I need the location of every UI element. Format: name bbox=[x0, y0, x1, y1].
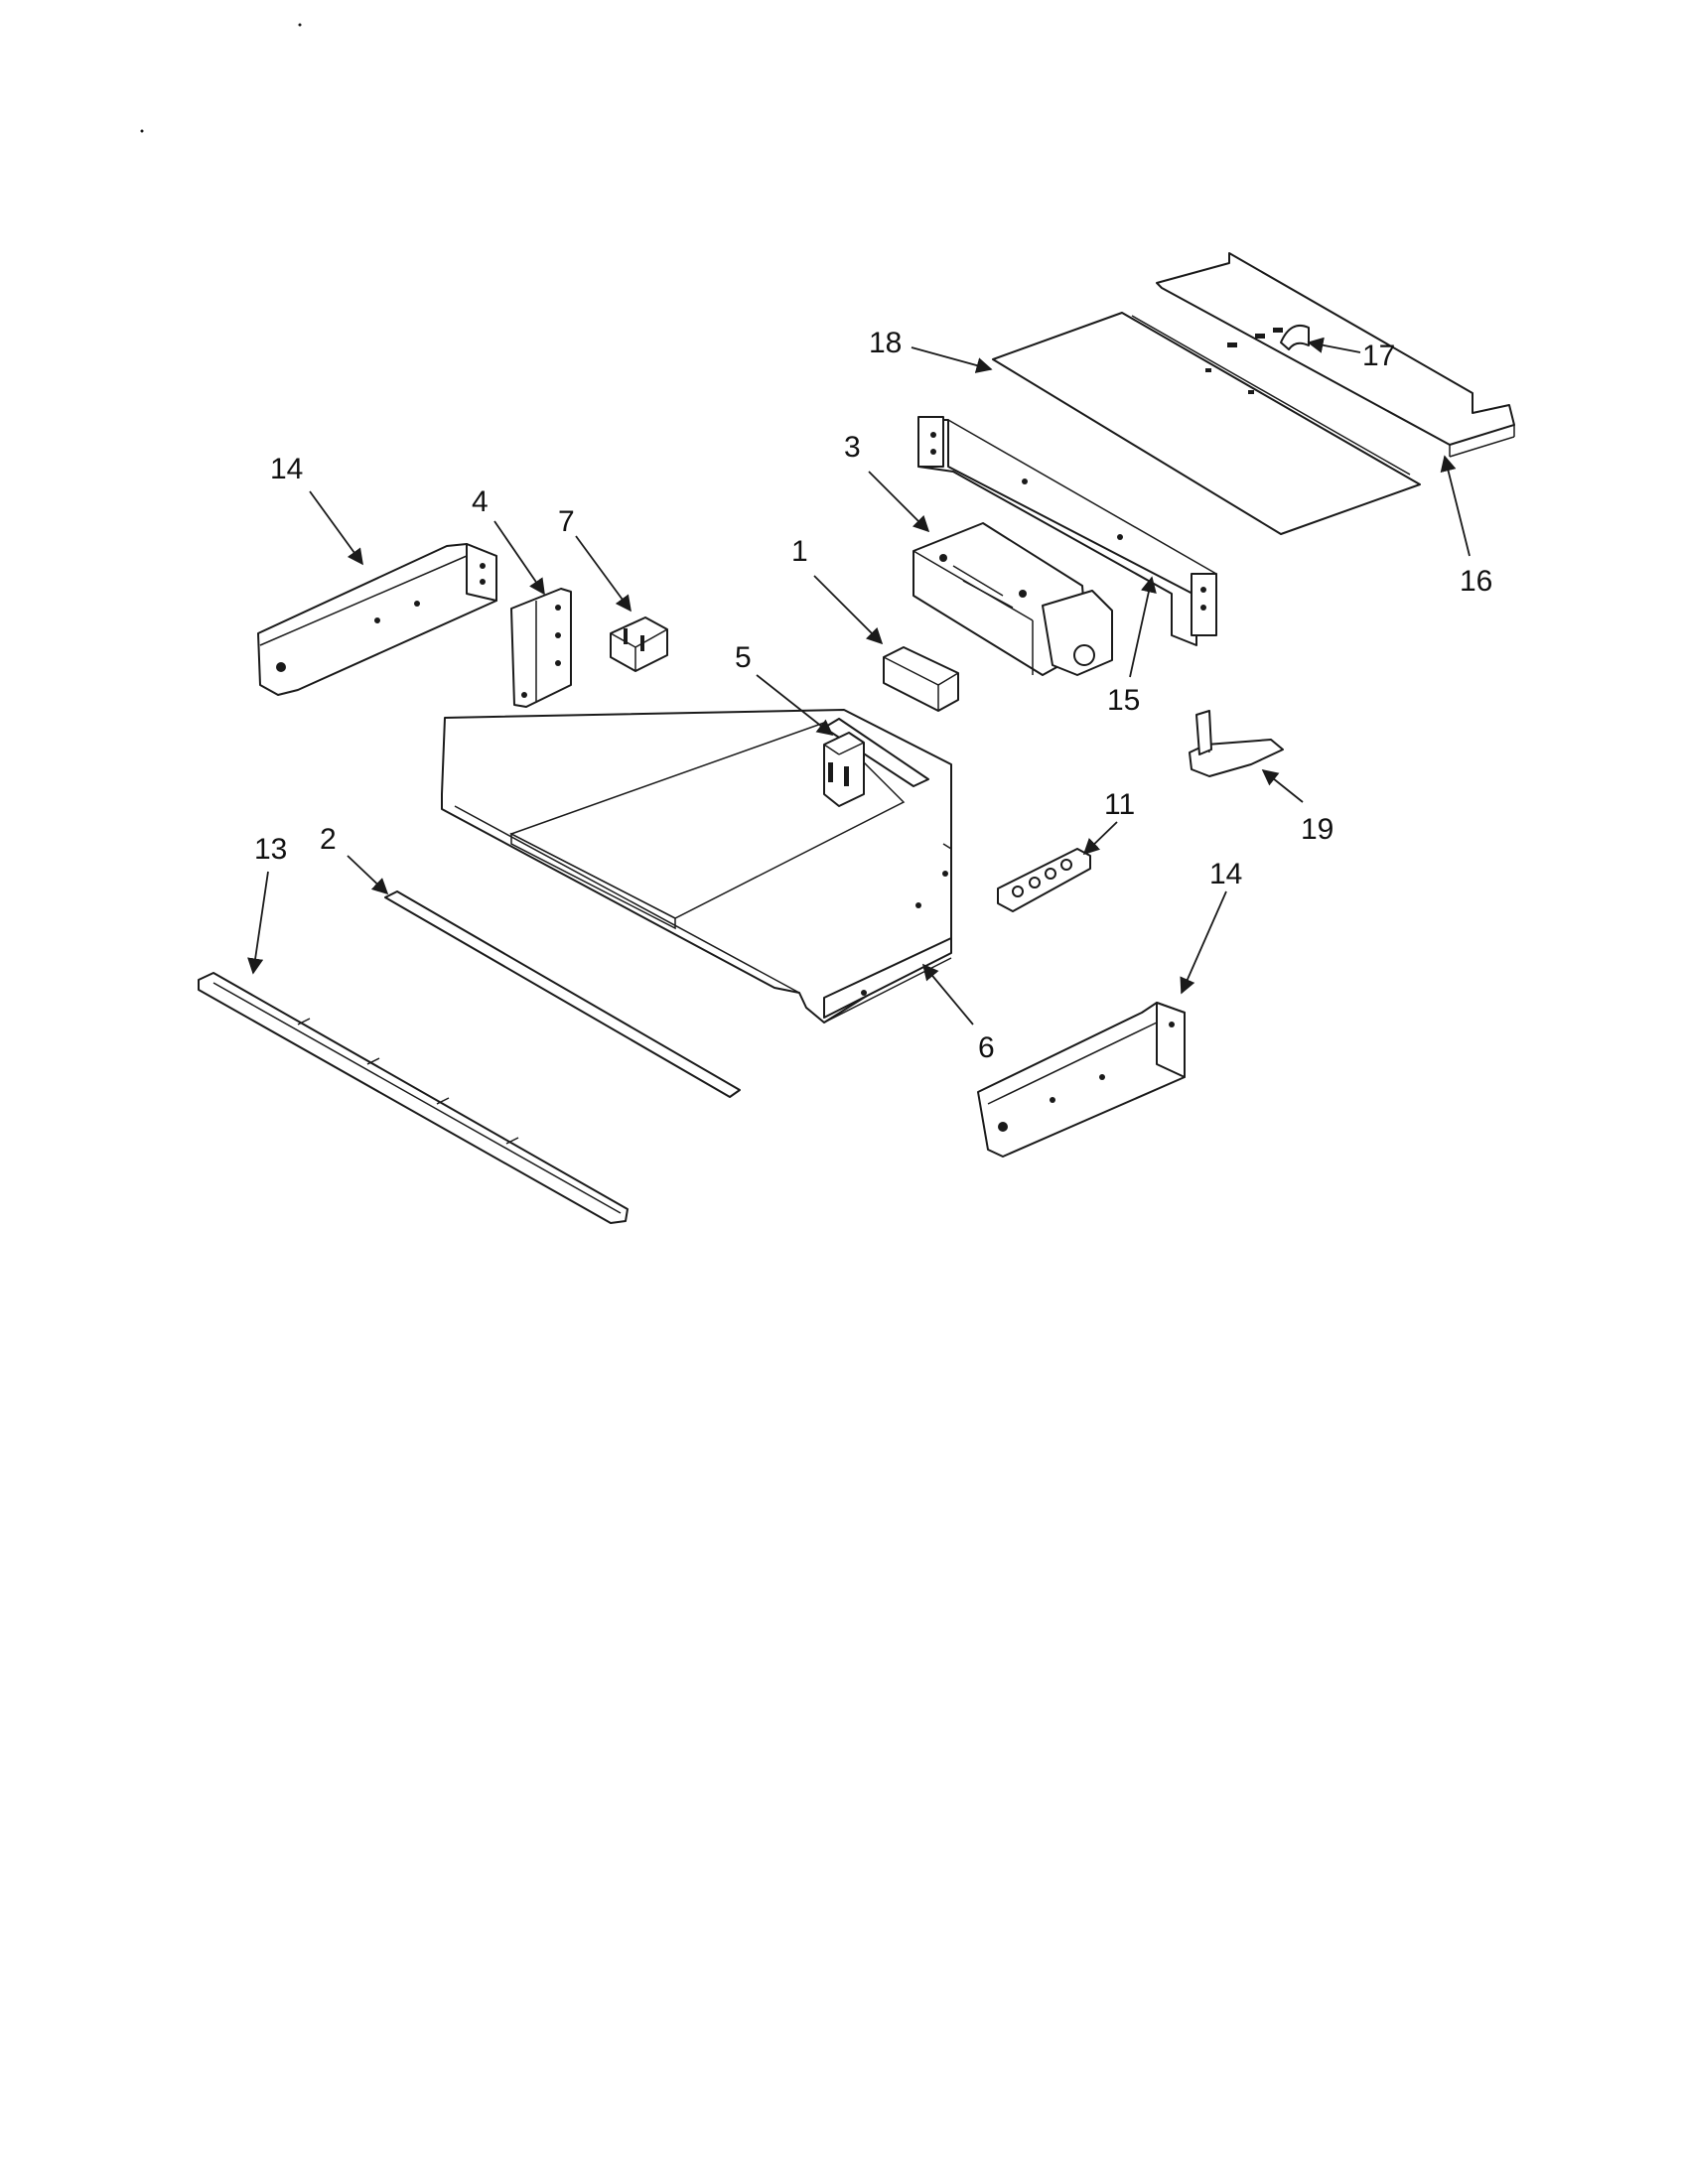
leader-7 bbox=[575, 535, 632, 613]
part-14-left-bracket bbox=[257, 543, 497, 696]
callout-15: 15 bbox=[1107, 684, 1140, 717]
leader-2 bbox=[347, 855, 389, 895]
leader-18 bbox=[911, 346, 993, 373]
callout-7: 7 bbox=[558, 505, 575, 538]
callout-2: 2 bbox=[320, 823, 337, 856]
part-19-small-bracket bbox=[1189, 710, 1284, 777]
leader-14a bbox=[309, 490, 363, 566]
part-15-bracket bbox=[917, 416, 1217, 646]
leader-13 bbox=[247, 871, 269, 975]
callout-19: 19 bbox=[1301, 813, 1333, 846]
callout-13: 13 bbox=[254, 833, 287, 866]
leader-6 bbox=[921, 963, 974, 1025]
part-2-strip bbox=[384, 890, 741, 1098]
leader-lines bbox=[247, 337, 1471, 1025]
part-14-right-bracket bbox=[977, 1002, 1186, 1158]
callout-5: 5 bbox=[735, 641, 752, 674]
leader-19 bbox=[1261, 768, 1304, 803]
speck-mark bbox=[140, 129, 144, 133]
part-11-terminal-block bbox=[997, 848, 1091, 912]
leader-15 bbox=[1129, 576, 1157, 678]
part-3-gas-valve bbox=[912, 522, 1113, 676]
callout-4: 4 bbox=[472, 485, 489, 518]
leader-16 bbox=[1440, 455, 1471, 557]
part-4-bracket bbox=[510, 588, 572, 708]
callout-11: 11 bbox=[1104, 788, 1135, 821]
callout-labels: 18 17 16 3 15 1 14 4 7 5 19 11 14 6 2 13 bbox=[254, 327, 1492, 1064]
part-5-switch bbox=[823, 732, 865, 807]
part-7-relay bbox=[610, 616, 668, 672]
callout-14-right: 14 bbox=[1209, 858, 1242, 890]
leader-1 bbox=[813, 575, 884, 645]
callout-17: 17 bbox=[1362, 340, 1395, 372]
part-18-top-shield bbox=[992, 312, 1421, 535]
part-1-block bbox=[883, 646, 959, 712]
leader-5 bbox=[756, 674, 834, 737]
callout-3: 3 bbox=[844, 431, 861, 464]
part-13-channel bbox=[198, 972, 629, 1224]
speck-mark bbox=[298, 23, 302, 27]
leader-11 bbox=[1082, 821, 1118, 856]
part-6-burner-box bbox=[441, 709, 952, 1024]
leader-14b bbox=[1180, 890, 1227, 995]
leader-3 bbox=[868, 471, 930, 533]
callout-18: 18 bbox=[869, 327, 902, 359]
leader-17 bbox=[1307, 337, 1361, 353]
leader-4 bbox=[493, 520, 545, 596]
part-16-rear-panel bbox=[1156, 252, 1515, 458]
callout-14-left: 14 bbox=[270, 453, 303, 485]
callout-1: 1 bbox=[791, 535, 808, 568]
callout-16: 16 bbox=[1460, 565, 1492, 598]
callout-6: 6 bbox=[978, 1031, 995, 1064]
